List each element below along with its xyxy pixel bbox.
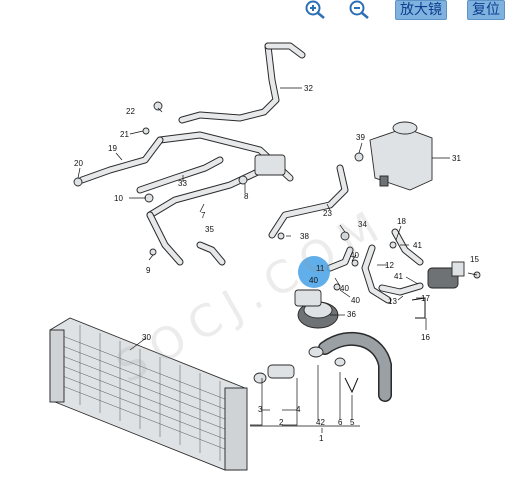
parts-diagram: 32 22 21 19 20 39 31 33 8 10 7 23 34 18 … [49,42,481,471]
magnifier-button[interactable]: 放大镜 [395,0,447,20]
callout-1: 1 [319,434,324,443]
callout-42: 42 [316,418,325,427]
zoom-out-icon[interactable] [345,0,375,20]
callout-39: 39 [356,133,365,142]
expansion-tank [369,121,433,191]
callout-15: 15 [470,255,479,264]
leader-lines [77,87,478,433]
callout-9: 9 [146,266,151,275]
callout-4: 4 [296,405,301,414]
zoom-in-icon[interactable] [301,0,331,20]
toolbar: 放大镜 复位 [0,0,507,22]
callout-41b: 41 [394,272,403,281]
reset-button[interactable]: 复位 [467,0,505,20]
callout-38: 38 [300,232,309,241]
callout-17: 17 [421,294,430,303]
callout-22: 22 [126,107,135,116]
callout-35: 35 [205,225,214,234]
callout-13: 13 [388,297,397,306]
coolant-pipe-assembly [146,131,294,266]
callout-23: 23 [323,209,332,218]
callout-6: 6 [338,418,343,427]
callout-40a: 40 [350,251,359,260]
callout-31: 31 [452,154,461,163]
callout-7: 7 [201,211,206,220]
callout-labels: 32 22 21 19 20 39 31 33 8 10 7 23 34 18 … [74,84,479,443]
callout-33: 33 [178,179,187,188]
valve-assembly [427,261,465,289]
callout-32: 32 [304,84,313,93]
radiator [49,317,248,471]
callout-16: 16 [421,333,430,342]
callout-3: 3 [258,405,263,414]
callout-11: 11 [316,264,325,273]
callout-10: 10 [114,194,123,203]
coolant-pump [294,289,339,329]
callout-41a: 41 [413,241,422,250]
callout-40d: 40 [351,296,360,305]
callout-40b: 40 [309,276,318,285]
callout-20: 20 [74,159,83,168]
callout-19: 19 [108,144,117,153]
callout-5: 5 [350,418,355,427]
callout-40c: 40 [340,284,349,293]
callout-8: 8 [244,192,249,201]
callout-36: 36 [347,310,356,319]
callout-34: 34 [358,220,367,229]
highlight-marker [298,256,330,288]
callout-30: 30 [142,333,151,342]
callout-18: 18 [397,217,406,226]
callout-2: 2 [279,418,284,427]
callout-12: 12 [385,261,394,270]
callout-21: 21 [120,130,129,139]
